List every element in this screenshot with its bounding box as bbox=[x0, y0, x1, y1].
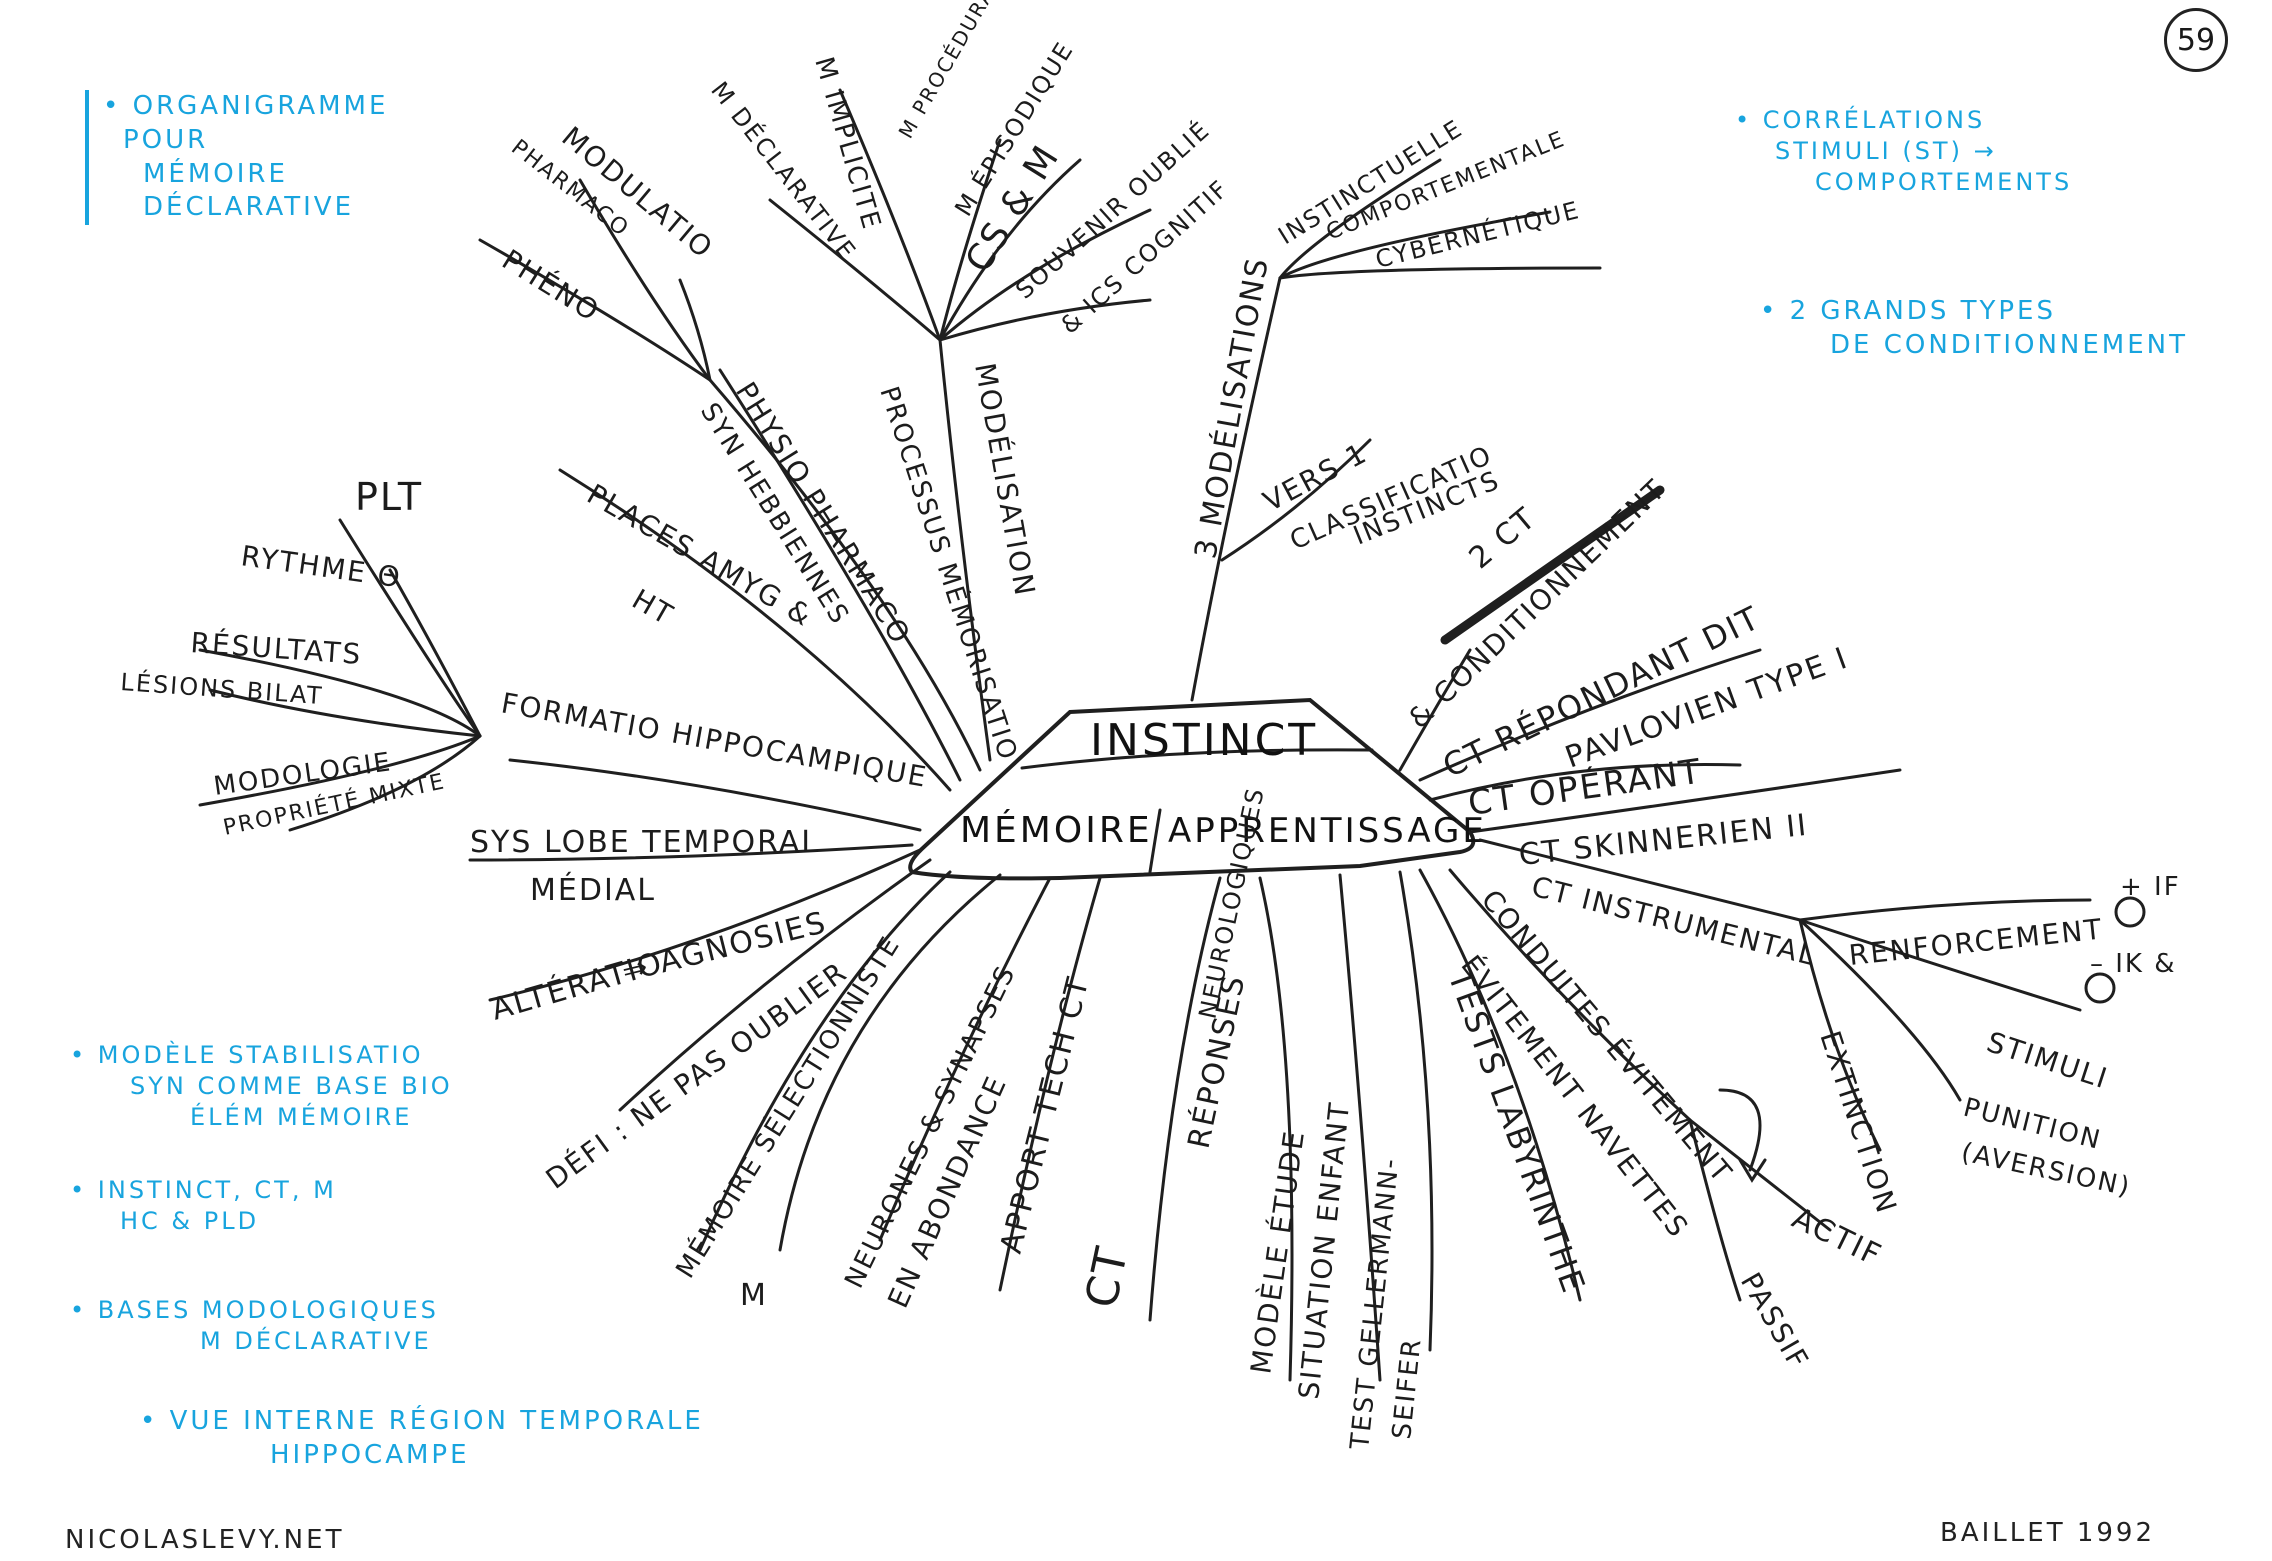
central-node: INSTINCT MÉMOIRE APPRENTISSAGE bbox=[908, 697, 1487, 881]
label-pheno: PHÉNO bbox=[496, 242, 606, 328]
label-agnosies: ⇒ AGNOSIES bbox=[618, 905, 830, 990]
note-top-left-line-4: DÉCLARATIVE bbox=[143, 192, 355, 223]
label-seifer: SEIFER bbox=[1387, 1336, 1428, 1441]
label-ht: HT bbox=[627, 582, 680, 632]
note-bottom-left-1: • MODÈLE STABILISATIO SYN COMME BASE BIO… bbox=[70, 1040, 453, 1134]
note-bottom-left-2-line-1: • INSTINCT, CT, M bbox=[70, 1176, 337, 1204]
page-number: 59 bbox=[2164, 8, 2228, 72]
label-plt: PLT bbox=[355, 475, 423, 519]
label-resultats: RÉSULTATS bbox=[190, 625, 364, 671]
label-aversion: (AVERSION) bbox=[1959, 1138, 2134, 1203]
label-stimuli: STIMULI bbox=[1983, 1025, 2113, 1095]
label-sys-lobe: SYS LOBE TEMPORAL bbox=[470, 825, 820, 860]
note-bottom-left-3: • BASES MODOLOGIQUES M DÉCLARATIVE bbox=[70, 1295, 439, 1357]
note-bottom-left-4: • VUE INTERNE RÉGION TEMPORALE HIPPOCAMP… bbox=[140, 1405, 704, 1473]
note-top-right-1-line-3: COMPORTEMENTS bbox=[1815, 168, 2073, 197]
label-passif: PASSIF bbox=[1734, 1267, 1816, 1375]
footer-author: BAILLET 1992 bbox=[1940, 1518, 2156, 1548]
center-instinct-label: INSTINCT bbox=[1090, 715, 1318, 766]
label-instrumental: CT INSTRUMENTAL bbox=[1528, 870, 1819, 973]
note-bottom-left-4-line-1: • VUE INTERNE RÉGION TEMPORALE bbox=[140, 1406, 704, 1436]
label-2-ct: 2 CT bbox=[1463, 501, 1544, 577]
label-lesions-bilat: LÉSIONS BILAT bbox=[120, 667, 325, 710]
note-top-left-line-3: MÉMOIRE bbox=[143, 158, 288, 189]
note-bottom-left-3-line-2: M DÉCLARATIVE bbox=[200, 1327, 432, 1356]
branch-lines bbox=[198, 88, 2146, 1382]
label-modelisations-3: 3 MODÉLISATIONS bbox=[1187, 254, 1276, 561]
note-bottom-left-1-line-1: • MODÈLE STABILISATIO bbox=[70, 1041, 424, 1069]
label-minus-ik: – IK & bbox=[2090, 949, 2177, 979]
label-plus-if: + IF bbox=[2120, 872, 2181, 902]
label-m-procedurale: M PROCÉDURALE bbox=[894, 0, 1014, 142]
note-bottom-left-1-line-2: SYN COMME BASE BIO bbox=[130, 1072, 453, 1101]
footer-website: NICOLASLEVY.NET bbox=[65, 1525, 345, 1555]
label-ct: CT bbox=[1076, 1241, 1139, 1312]
label-m-letter: M bbox=[740, 1278, 768, 1313]
note-top-right-2: • 2 GRANDS TYPES DE CONDITIONNEMENT bbox=[1760, 295, 2188, 363]
center-memoire-label: MÉMOIRE bbox=[960, 809, 1153, 851]
note-top-right-2-line-2: DE CONDITIONNEMENT bbox=[1830, 329, 2189, 360]
note-bottom-left-2-line-2: HC & PLD bbox=[120, 1207, 260, 1236]
center-apprentissage-label: APPRENTISSAGE bbox=[1168, 811, 1487, 851]
note-bottom-left-4-line-2: HIPPOCAMPE bbox=[270, 1439, 470, 1470]
label-skinnerien: CT SKINNERIEN II bbox=[1517, 808, 1810, 873]
note-top-left-line-1: • ORGANIGRAMME bbox=[103, 91, 389, 121]
note-top-right-1: • CORRÉLATIONS STIMULI (ST) → COMPORTEME… bbox=[1735, 105, 2072, 199]
note-top-left: • ORGANIGRAMME POUR MÉMOIRE DÉCLARATIVE bbox=[85, 90, 389, 226]
label-rythme-theta: RYTHME θ bbox=[239, 539, 404, 594]
label-extinction: EXTINCTION bbox=[1813, 1027, 1903, 1218]
label-modelisation: MODÉLISATION bbox=[968, 360, 1043, 599]
note-bottom-left-2: • INSTINCT, CT, M HC & PLD bbox=[70, 1175, 337, 1237]
note-top-left-line-2: POUR bbox=[123, 124, 209, 155]
note-bottom-left-3-line-1: • BASES MODOLOGIQUES bbox=[70, 1296, 439, 1324]
note-bottom-left-1-line-3: ÉLÉM MÉMOIRE bbox=[190, 1103, 413, 1132]
label-medial: MÉDIAL bbox=[530, 872, 656, 908]
label-renforcement: RENFORCEMENT bbox=[1847, 912, 2104, 972]
label-apport-tech-ct: APPORT TECH CT bbox=[994, 972, 1097, 1256]
note-top-right-1-line-2: STIMULI (ST) → bbox=[1775, 137, 1997, 166]
note-top-right-2-line-1: • 2 GRANDS TYPES bbox=[1760, 296, 2056, 326]
note-top-right-1-line-1: • CORRÉLATIONS bbox=[1735, 106, 1986, 134]
